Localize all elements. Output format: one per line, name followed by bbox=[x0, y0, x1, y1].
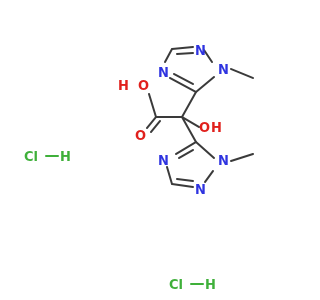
bond-bottom-c3-n2-b bbox=[176, 178, 194, 182]
bond-bottom-c5-n4-a bbox=[175, 141, 197, 155]
atom-h-acid: H bbox=[118, 79, 129, 94]
salt-2-h: H bbox=[205, 278, 216, 293]
bond-top-n4-c5-a bbox=[169, 77, 197, 93]
bond-bottom-n1-methyl bbox=[230, 153, 254, 162]
bond-bottom-n2-n1 bbox=[204, 170, 214, 183]
atom-n2-bottom: N bbox=[195, 183, 206, 198]
bond-carbonyl-b bbox=[150, 120, 161, 133]
bond-central-hydroxyl bbox=[181, 116, 200, 128]
atom-n1-bottom: N bbox=[218, 154, 229, 169]
bond-carbonyl-a bbox=[146, 116, 157, 129]
bond-carboxyl-oh bbox=[148, 93, 157, 118]
bond-bottom-n1-c5 bbox=[195, 141, 215, 159]
atom-n4-top: N bbox=[158, 66, 169, 81]
bond-top-c3-n4 bbox=[164, 48, 173, 63]
bond-central-bottom-ring bbox=[181, 116, 197, 143]
bond-top-n2-c3-a bbox=[171, 46, 194, 50]
atom-n2-top: N bbox=[195, 44, 206, 59]
bond-bottom-n4-c3 bbox=[166, 166, 173, 185]
structure-canvas: N N N N N N O H H O O Cl H Cl H bbox=[24, 44, 254, 293]
bond-bottom-c5-n4-b bbox=[178, 149, 194, 159]
molecule-drawing: N N N N N N O H H O O Cl H Cl H bbox=[24, 44, 254, 293]
bond-top-n1-methyl bbox=[230, 68, 254, 79]
bond-central-top-ring bbox=[181, 91, 197, 118]
bond-top-n1-n2 bbox=[203, 49, 213, 63]
bond-top-c5-n1 bbox=[195, 76, 215, 93]
salt-1-h: H bbox=[60, 150, 71, 165]
salt-1-cl: Cl bbox=[24, 150, 38, 165]
atom-o-acid: O bbox=[138, 79, 149, 94]
atom-o-hydroxyl: O bbox=[199, 121, 210, 136]
atom-n4-bottom: N bbox=[158, 154, 169, 169]
salt-2-cl: Cl bbox=[169, 278, 183, 293]
atom-h-hydroxyl: H bbox=[211, 121, 222, 136]
bond-bottom-c3-n2-a bbox=[171, 183, 194, 188]
bond-top-n2-c3-b bbox=[176, 52, 194, 55]
bond-top-n4-c5-b bbox=[173, 73, 194, 85]
atom-o-carbonyl: O bbox=[135, 129, 146, 144]
atom-n1-top: N bbox=[218, 63, 229, 78]
